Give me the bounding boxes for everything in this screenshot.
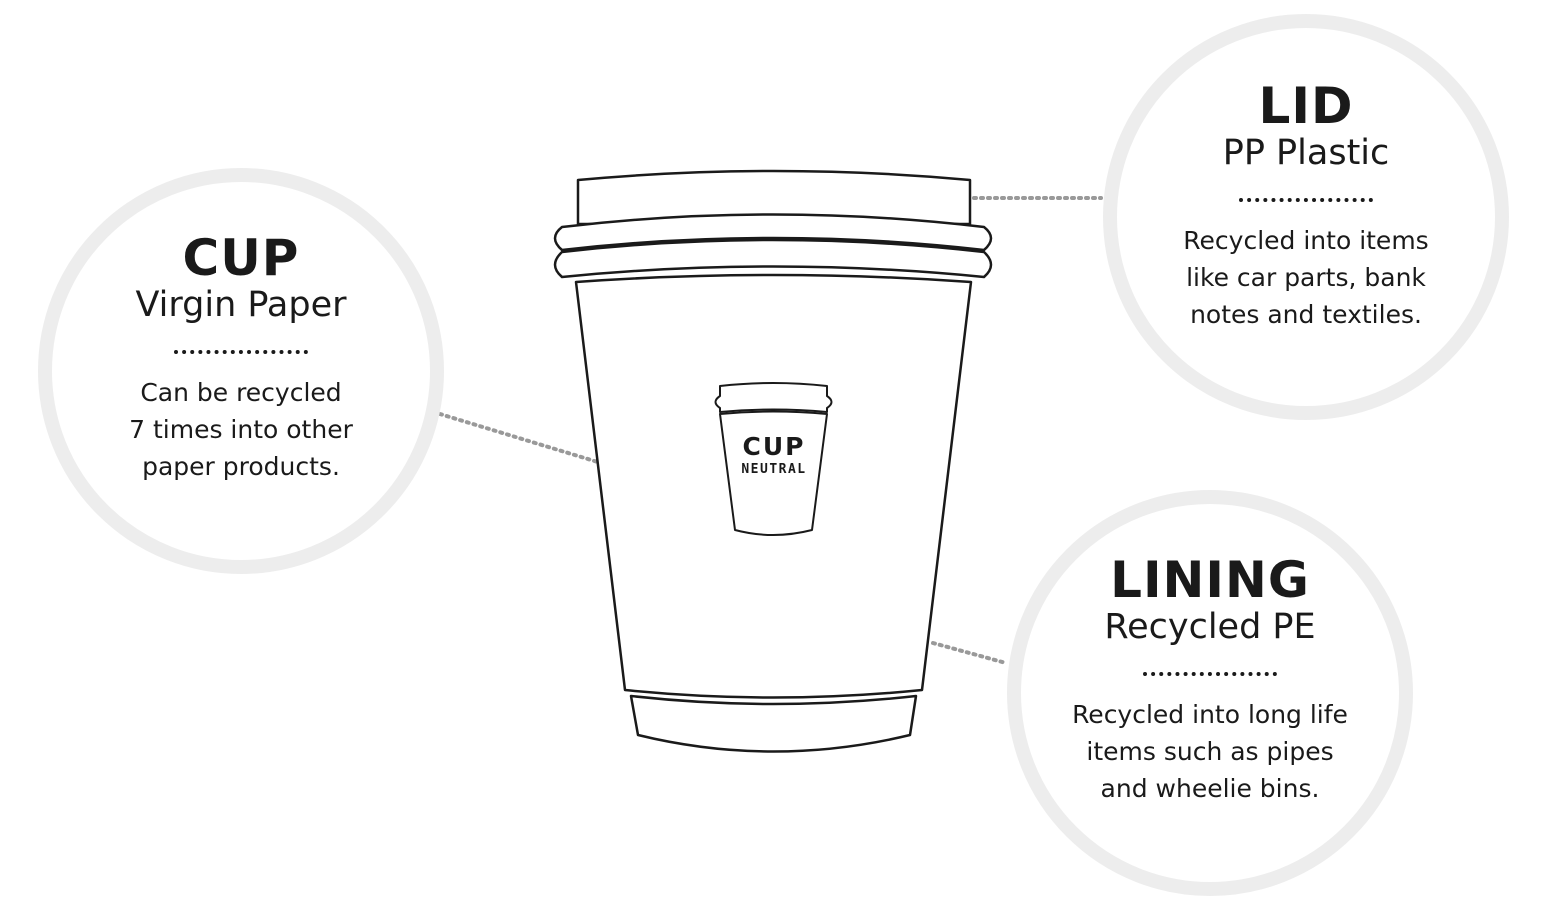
logo-text-neutral: NEUTRAL	[741, 462, 806, 477]
lid-top	[576, 169, 972, 226]
cup-desc-line: 7 times into other	[129, 415, 353, 444]
callout-lining: LINING Recycled PE Recycled into long li…	[1007, 490, 1413, 896]
lid-desc-line: notes and textiles.	[1190, 300, 1422, 329]
cup-divider	[174, 350, 308, 354]
lining-description: Recycled into long life items such as pi…	[1021, 696, 1399, 807]
logo-text-cup: CUP	[743, 432, 806, 461]
callout-lid: LID PP Plastic Recycled into items like …	[1103, 14, 1509, 420]
lid-rim-upper	[553, 213, 993, 252]
leader-line-lining	[931, 641, 1008, 665]
cup-heading: CUP	[182, 229, 300, 287]
lid-divider	[1239, 198, 1373, 202]
cup-description: Can be recycled 7 times into other paper…	[52, 374, 430, 485]
cup-desc-line: paper products.	[142, 452, 340, 481]
lid-description: Recycled into items like car parts, bank…	[1117, 222, 1495, 333]
lining-desc-line: items such as pipes	[1086, 737, 1334, 766]
cup-desc-line: Can be recycled	[140, 378, 342, 407]
callout-cup: CUP Virgin Paper Can be recycled 7 times…	[38, 168, 444, 574]
leader-line-cup	[438, 412, 672, 486]
lid-desc-line: Recycled into items	[1183, 226, 1429, 255]
lining-material: Recycled PE	[1104, 607, 1316, 647]
lining-divider	[1143, 672, 1277, 676]
cup-bottom	[629, 694, 918, 753]
cup-material: Virgin Paper	[135, 285, 347, 325]
lid-material: PP Plastic	[1222, 133, 1390, 173]
logo-body	[719, 410, 828, 536]
lid-heading: LID	[1258, 77, 1354, 135]
cup-neutral-logo	[714, 382, 833, 536]
lining-heading: LINING	[1110, 551, 1310, 609]
lid-desc-line: like car parts, bank	[1186, 263, 1426, 292]
logo-lid	[714, 382, 833, 413]
lining-desc-line: and wheelie bins.	[1100, 774, 1320, 803]
lid-rim-lower	[553, 238, 993, 279]
lining-desc-line: Recycled into long life	[1072, 700, 1348, 729]
